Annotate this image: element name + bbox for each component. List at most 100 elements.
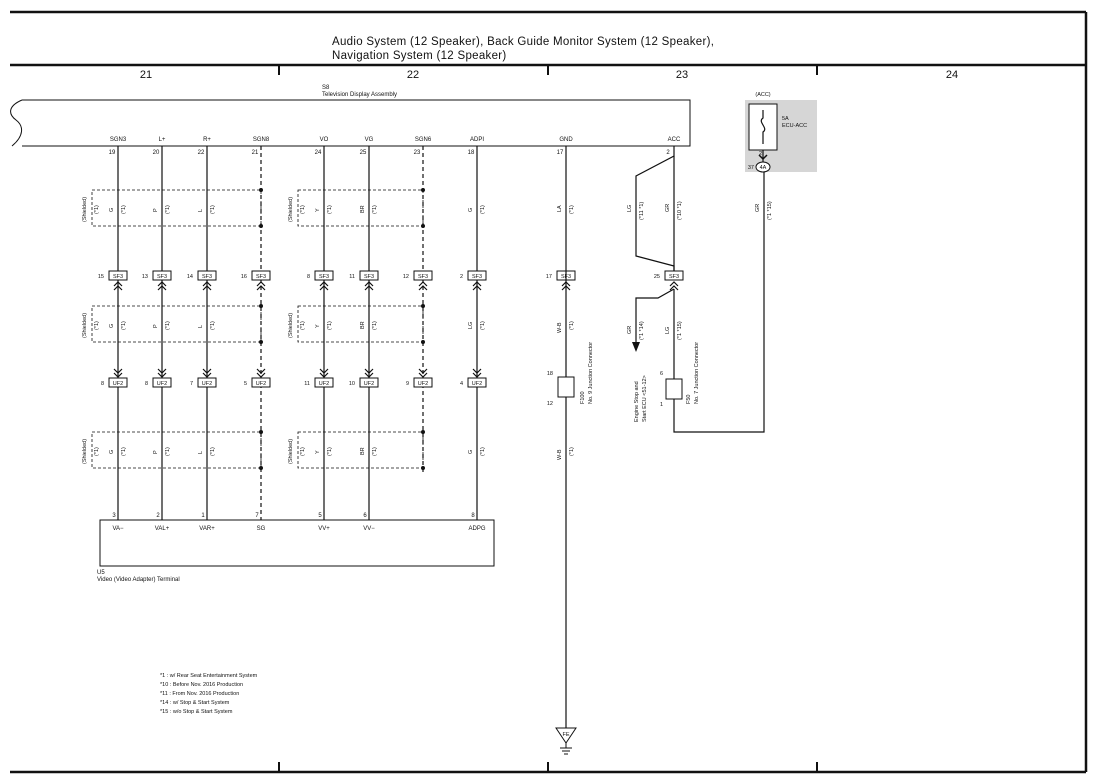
svg-text:(*1): (*1) [569, 205, 575, 214]
svg-text:P: P [153, 324, 159, 328]
shield-note: (*1) [300, 447, 306, 456]
svg-text:LG: LG [468, 322, 474, 329]
svg-text:G: G [109, 324, 115, 328]
svg-text:No. 7 Junction Connector: No. 7 Junction Connector [694, 342, 700, 404]
svg-text:SF3: SF3 [319, 274, 329, 280]
pin-label: ADPI [470, 137, 484, 143]
svg-text:GR: GR [755, 204, 761, 212]
svg-text:(*10 *1): (*10 *1) [677, 201, 683, 220]
svg-text:SF3: SF3 [364, 274, 374, 280]
svg-text:8: 8 [471, 513, 475, 519]
svg-text:VAR+: VAR+ [199, 526, 215, 532]
pin-label: R+ [203, 137, 211, 143]
svg-text:BR: BR [360, 321, 366, 329]
svg-text:2: 2 [666, 150, 670, 156]
shield-label: (Shielded) [82, 197, 88, 222]
shield-note: (*1) [300, 321, 306, 330]
svg-text:F100: F100 [580, 391, 586, 404]
svg-text:W-B: W-B [557, 322, 563, 333]
svg-text:37: 37 [748, 165, 754, 171]
svg-text:(*1): (*1) [165, 205, 171, 214]
svg-text:8: 8 [145, 381, 148, 387]
svg-text:(*11 *1): (*11 *1) [639, 202, 645, 220]
pin-label: ACC [668, 137, 681, 143]
svg-text:P: P [153, 450, 159, 454]
svg-text:VAL+: VAL+ [155, 526, 170, 532]
svg-text:8: 8 [101, 381, 104, 387]
svg-text:21: 21 [252, 150, 259, 156]
shield-label: (Shielded) [288, 313, 294, 338]
svg-text:UF2: UF2 [202, 381, 212, 387]
pin-label: SGN8 [253, 137, 270, 143]
svg-text:G: G [109, 450, 115, 454]
pin-label: L+ [159, 137, 166, 143]
column-number: 21 [140, 69, 152, 81]
svg-text:SF3: SF3 [418, 274, 428, 280]
svg-text:(*1): (*1) [372, 321, 378, 330]
footnotes: *1 : w/ Rear Seat Entertainment System *… [160, 673, 258, 715]
svg-text:UF2: UF2 [157, 381, 167, 387]
junction-f100: 18 12 F100 No. 9 Junction Connector [547, 342, 594, 407]
pin-label: GND [559, 137, 573, 143]
television-name: Television Display Assembly [322, 92, 397, 98]
svg-text:(*1): (*1) [121, 321, 127, 330]
svg-text:(*1): (*1) [372, 447, 378, 456]
svg-text:UF2: UF2 [113, 381, 123, 387]
svg-text:9: 9 [406, 381, 409, 387]
title-line-2: Navigation System (12 Speaker) [332, 50, 507, 62]
svg-text:SF3: SF3 [157, 274, 167, 280]
wire-color-labels-row1: G (*1) P (*1) L (*1) Y (*1) BR (*1) G (*… [109, 205, 486, 214]
svg-text:GR: GR [665, 204, 671, 212]
svg-text:Y: Y [315, 208, 321, 212]
svg-text:F50: F50 [686, 395, 692, 404]
svg-text:19: 19 [109, 150, 116, 156]
svg-text:(*1): (*1) [569, 321, 575, 330]
svg-text:(*1): (*1) [121, 205, 127, 214]
svg-text:L: L [198, 209, 204, 212]
svg-text:BR: BR [360, 205, 366, 213]
uf2-connector: UF2 7 [190, 377, 217, 388]
svg-text:*15 : w/o Stop & Start System: *15 : w/o Stop & Start System [160, 709, 233, 715]
svg-text:23: 23 [414, 150, 421, 156]
svg-text:10: 10 [349, 381, 355, 387]
shield-note: (*1) [300, 205, 306, 214]
shield-note: (*1) [94, 321, 100, 330]
ground-wire: LA (*1) W-B (*1) W-B (*1) [557, 146, 575, 728]
column-number: 23 [676, 69, 688, 81]
svg-text:7: 7 [190, 381, 193, 387]
svg-text:5: 5 [244, 381, 247, 387]
svg-text:ADPG: ADPG [468, 526, 485, 532]
svg-text:SF3: SF3 [472, 274, 482, 280]
shield-labels: (Shielded) (*1) (Shielded) (*1) (Shielde… [82, 197, 306, 464]
svg-text:(ACC): (ACC) [755, 92, 770, 98]
svg-text:UF2: UF2 [472, 381, 482, 387]
svg-text:(*1): (*1) [210, 321, 216, 330]
svg-text:FE: FE [562, 732, 569, 738]
svg-text:(*1): (*1) [480, 205, 486, 214]
svg-text:UF2: UF2 [319, 381, 329, 387]
television-pin-labels: SGN3 L+ R+ SGN8 VO VG SGN6 ADPI GND ACC [110, 137, 681, 143]
svg-text:LG: LG [627, 205, 633, 212]
svg-text:SF3: SF3 [113, 274, 123, 280]
video-adapter-terminal: U5 Video (Video Adapter) Terminal VA− VA… [97, 513, 495, 583]
television-pin-numbers: 19 20 22 21 24 25 23 18 17 2 [109, 150, 671, 156]
svg-text:17: 17 [557, 150, 564, 156]
svg-text:4: 4 [460, 381, 463, 387]
svg-text:LA: LA [557, 205, 563, 212]
svg-text:BR: BR [360, 447, 366, 455]
shield-label: (Shielded) [288, 439, 294, 464]
shield-label: (Shielded) [82, 313, 88, 338]
svg-text:20: 20 [153, 150, 160, 156]
column-number: 22 [407, 69, 419, 81]
uf2-connector: UF2 8 [145, 377, 172, 388]
svg-text:13: 13 [142, 274, 148, 280]
connector-chevrons [113, 281, 679, 378]
svg-text:12: 12 [547, 401, 553, 407]
svg-text:6: 6 [363, 513, 367, 519]
